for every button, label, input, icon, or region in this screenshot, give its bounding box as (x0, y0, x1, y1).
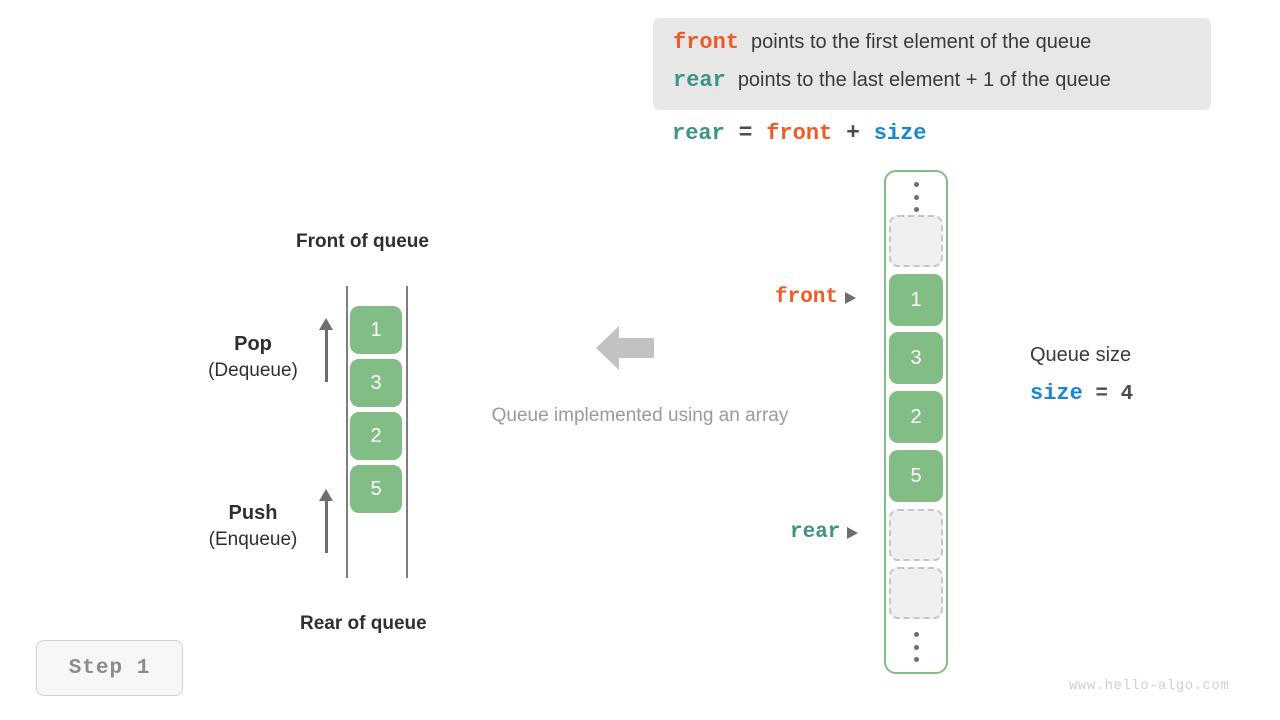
push-name: Push (228, 502, 278, 524)
definition-callout: front points to the first element of the… (653, 18, 1211, 110)
dot (913, 194, 919, 200)
formula-equals: = (738, 120, 753, 146)
rear-pointer-label: rear (790, 521, 841, 544)
queue-cell: 3 (350, 359, 402, 407)
watermark: www.hello-algo.com (1069, 678, 1230, 694)
size-number: 4 (1120, 383, 1134, 406)
size-equals: = (1095, 383, 1109, 406)
rear-of-queue-label: Rear of queue (300, 613, 427, 634)
array-cell: 3 (889, 332, 943, 384)
arrow-shaft (324, 327, 328, 382)
arrow-head (319, 489, 333, 501)
ellipsis-dots-top-icon (889, 180, 943, 214)
queue-cell: 5 (350, 465, 402, 513)
rear-description: points to the last element + 1 of the qu… (737, 69, 1111, 91)
front-of-queue-label: Front of queue (296, 231, 429, 252)
formula-size-term: size (873, 121, 927, 146)
push-arrow-up-icon (317, 489, 335, 553)
push-operation-label: Push (Enqueue) (178, 502, 328, 551)
pointer-arrow-icon (847, 526, 859, 539)
callout-line-front: front points to the first element of the… (673, 30, 1191, 68)
array-cell: 2 (889, 391, 943, 443)
left-arrow-icon (596, 326, 654, 370)
rear-formula: rear = front + size (672, 120, 927, 146)
diagram-caption: Queue implemented using an array (491, 405, 789, 426)
array-cell-empty (889, 215, 943, 267)
dot (913, 182, 919, 187)
queue-cell: 1 (350, 306, 402, 354)
size-variable: size (1030, 381, 1083, 406)
queue-rail-right (406, 286, 408, 578)
rear-pointer: rear (790, 521, 859, 544)
front-pointer-label: front (775, 286, 839, 309)
queue-size-value: size = 4 (1030, 381, 1133, 406)
dot (913, 657, 919, 662)
pop-operation-label: Pop (Dequeue) (178, 333, 328, 382)
rear-keyword: rear (673, 68, 726, 93)
pop-subtitle: (Dequeue) (208, 360, 298, 381)
formula-front-term: front (766, 121, 833, 146)
front-description: points to the first element of the queue (751, 31, 1092, 53)
callout-line-rear: rear points to the last element + 1 of t… (673, 68, 1191, 106)
push-subtitle: (Enqueue) (208, 529, 298, 550)
arrow-head (319, 318, 333, 330)
front-pointer: front (775, 286, 857, 309)
array-cell-empty (889, 567, 943, 619)
step-badge: Step 1 (36, 640, 183, 696)
queue-rail-left (346, 286, 348, 578)
array-cell: 1 (889, 274, 943, 326)
dot (913, 632, 919, 637)
pop-arrow-up-icon (317, 318, 335, 382)
formula-rear-term: rear (672, 121, 725, 146)
queue-size-title: Queue size (1030, 344, 1132, 366)
pop-name: Pop (234, 333, 272, 355)
dot (913, 644, 919, 650)
formula-plus: + (846, 120, 860, 146)
ellipsis-dots-bottom-icon (889, 630, 943, 664)
dot (913, 207, 919, 212)
array-cell-empty (889, 509, 943, 561)
array-cell: 5 (889, 450, 943, 502)
pointer-arrow-icon (845, 291, 857, 304)
queue-cell: 2 (350, 412, 402, 460)
arrow-shaft (324, 498, 328, 553)
front-keyword: front (673, 30, 740, 55)
